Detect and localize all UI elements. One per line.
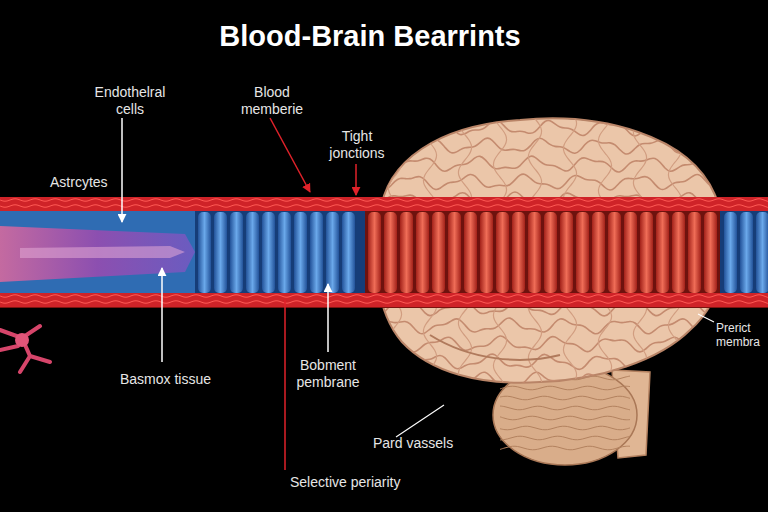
brain-fold (370, 138, 735, 154)
vessel-ring (448, 212, 461, 293)
vessel-ring (368, 212, 381, 293)
vessel-ring (480, 212, 493, 293)
vessel-ring (512, 212, 525, 293)
membrane-band (0, 293, 768, 307)
diagram-title: Blood-Brain Bearrints (219, 20, 520, 53)
part-label: Pard vassels (373, 435, 453, 452)
vessel-ring (278, 212, 291, 293)
endothelial-rings (198, 212, 768, 293)
vessel-ring (400, 212, 413, 293)
vessel-ring (230, 212, 243, 293)
cerebellum-fold (500, 446, 630, 450)
part-label: Tight jonctions (322, 128, 392, 162)
vessel-ring (640, 212, 653, 293)
leader-line (327, 284, 329, 352)
vessel-segment (195, 211, 367, 294)
vessel-ring (214, 212, 227, 293)
astrocyte-body (15, 333, 29, 347)
vessel-ring (198, 212, 211, 293)
brain-fold (703, 115, 716, 390)
cerebellum-fold (500, 426, 630, 430)
vessel-ring (656, 212, 669, 293)
leader-line (270, 118, 310, 192)
astrocyte-process (0, 326, 50, 372)
leader-line (396, 405, 444, 437)
vessel-ring (576, 212, 589, 293)
vessel-ring (560, 212, 573, 293)
vessel-ring (740, 212, 753, 293)
vessel-ring (724, 212, 737, 293)
leader-line (121, 118, 123, 222)
brain-fold (370, 156, 735, 172)
brain-fold (370, 372, 735, 388)
brain-folds (370, 115, 735, 390)
cerebellum-fold (500, 406, 630, 410)
vessel-ring (432, 212, 445, 293)
vessel-ring (464, 212, 477, 293)
vessel-ring (528, 212, 541, 293)
vessel-ring (262, 212, 275, 293)
vessel-segment (365, 211, 722, 294)
brain-fold (528, 115, 541, 390)
cerebellum-fold (500, 416, 630, 420)
brain-fold (370, 120, 735, 136)
leader-line (355, 164, 357, 195)
vessel-ring (342, 212, 355, 293)
leader-line (698, 314, 714, 322)
vessel-ring (496, 212, 509, 293)
vessel-base (0, 198, 768, 308)
part-label: Endothelral cells (88, 84, 172, 118)
part-label: Astrcytes (50, 174, 108, 191)
vessel-ring (310, 212, 323, 293)
membrane-wave (0, 205, 768, 208)
membrane-wave (0, 199, 768, 202)
vessel-segment (720, 211, 768, 294)
cerebellum-fold (500, 436, 630, 440)
membrane-band (0, 197, 768, 211)
vessel-wall (0, 211, 200, 294)
vessel-ring (672, 212, 685, 293)
vessel-ring (294, 212, 307, 293)
part-label: Blood memberie (236, 84, 308, 118)
vessel-ring (416, 212, 429, 293)
membrane-texture (0, 199, 768, 304)
astrocyte (0, 326, 50, 372)
part-label: Basmox tissue (120, 371, 211, 388)
vessel-ring (704, 212, 717, 293)
brain (370, 115, 735, 465)
leader-lines (122, 118, 714, 470)
brain-fold (370, 336, 735, 352)
vessel-ring (688, 212, 701, 293)
vessel-ring (384, 212, 397, 293)
vessel-ring (544, 212, 557, 293)
vessel-ring (608, 212, 621, 293)
cerebellum-fold (500, 386, 630, 390)
membrane-wave (0, 301, 768, 304)
vessel-ring (624, 212, 637, 293)
vessel-ring (326, 212, 339, 293)
cerebellum-fold (500, 396, 630, 400)
temporal-fissure (430, 335, 560, 360)
vessel-ring (756, 212, 768, 293)
part-label: Selective periarity (290, 474, 401, 491)
membrane-wave (0, 295, 768, 298)
vessel-lumen (0, 226, 195, 282)
lumen-highlight (20, 246, 185, 258)
leader-line (284, 300, 286, 470)
vessel-ring (592, 212, 605, 293)
leader-line (161, 268, 163, 362)
vessel-ring (246, 212, 259, 293)
cerebellum-folds (500, 376, 630, 450)
blood-vessel (0, 197, 768, 308)
part-label: Bobment pembrane (288, 357, 368, 391)
part-label: Prerict membra (716, 321, 768, 350)
